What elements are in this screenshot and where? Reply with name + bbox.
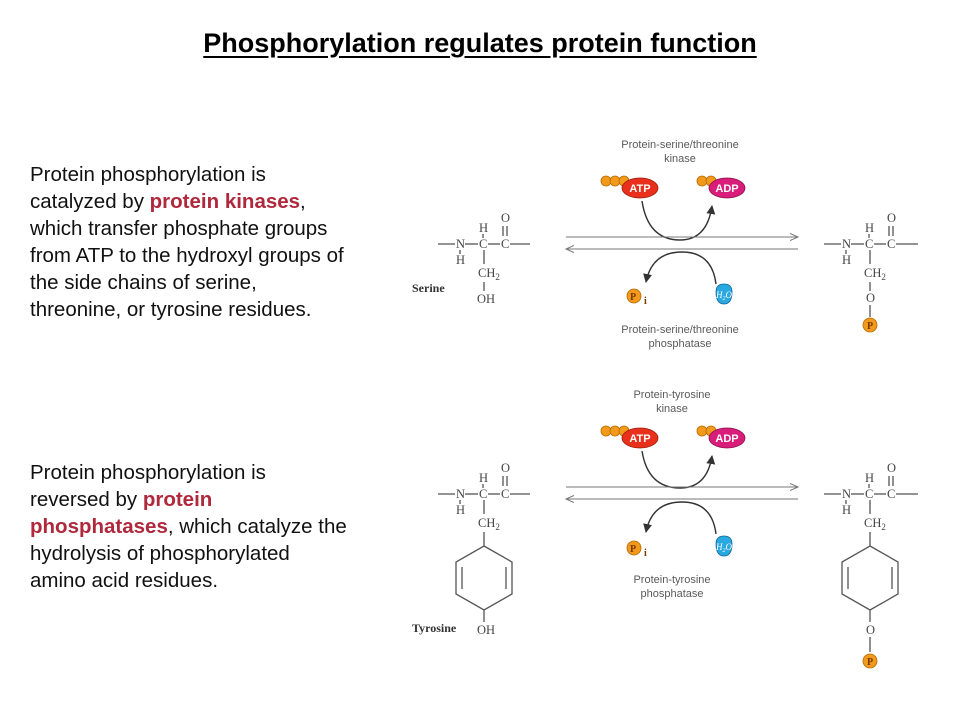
tyrosine-water-label: H2O — [715, 542, 733, 554]
tyrosine-phosphatase-label-2: phosphatase — [641, 588, 704, 600]
serine-water-molecule: H2O — [715, 283, 733, 305]
tyrosine-phosphate-group — [862, 653, 878, 669]
tyrosine-adp-molecule: ADP — [696, 425, 746, 449]
svg-text:P: P — [867, 657, 873, 668]
tyrosine-pi-label: P — [630, 544, 636, 555]
tyrosine-atp-molecule: ATP — [600, 425, 659, 449]
serine-atp-molecule: ATP — [600, 175, 659, 199]
tyrosine-adp-label: ADP — [715, 433, 738, 445]
serine-pi-molecule: P i — [626, 288, 647, 307]
serine-pi-label: P — [630, 292, 636, 303]
svg-text:H: H — [842, 253, 851, 267]
svg-text:C: C — [501, 487, 509, 501]
tyrosine-kinase-curve-arrow — [641, 450, 716, 489]
svg-text:C: C — [479, 237, 487, 251]
phosphotyrosine-structure-right: N C C H O H CH2 O P — [824, 461, 918, 669]
svg-text:O: O — [887, 461, 896, 475]
svg-text:O: O — [866, 291, 875, 305]
phosphoserine-structure-right: N C C H O H CH2 O P — [824, 211, 918, 333]
serine-phosphatase-curve-arrow — [643, 251, 717, 285]
serine-phosphatase-label-2: phosphatase — [649, 338, 712, 350]
slide-title: Phosphorylation regulates protein functi… — [203, 28, 757, 58]
kinase-text-end: , which transfer phosphate groups from A… — [30, 190, 344, 321]
svg-text:H: H — [865, 221, 874, 235]
tyrosine-pi-sub: i — [644, 548, 647, 559]
tyrosine-kinase-label-2: kinase — [656, 403, 688, 415]
svg-text:C: C — [887, 487, 895, 501]
phosphatase-paragraph: Protein phosphorylation is reversed by p… — [30, 459, 348, 594]
svg-text:H: H — [479, 221, 488, 235]
svg-text:N: N — [456, 487, 465, 501]
serine-kinase-label-1: Protein-serine/threonine — [621, 139, 738, 151]
svg-text:C: C — [887, 237, 895, 251]
serine-adp-label: ADP — [715, 183, 738, 195]
svg-text:C: C — [865, 237, 873, 251]
svg-text:N: N — [842, 237, 851, 251]
serine-water-label: H2O — [715, 290, 733, 302]
protein-phosphatases-highlight: protein phosphatases — [30, 488, 213, 538]
svg-text:N: N — [456, 237, 465, 251]
svg-text:OH: OH — [477, 623, 495, 637]
svg-text:CH2: CH2 — [864, 266, 886, 282]
kinase-paragraph: Protein phosphorylation is catalyzed by … — [30, 161, 348, 323]
serine-pi-sub: i — [644, 296, 647, 307]
svg-text:H: H — [865, 471, 874, 485]
tyrosine-phosphatase-curve-arrow — [643, 501, 717, 535]
serine-phosphate-group — [862, 317, 878, 333]
serine-panel: Protein-serine/threonine kinase ATP ADP … — [412, 139, 918, 350]
svg-text:CH2: CH2 — [478, 266, 500, 282]
phosphatase-text-start: Protein phosphorylation is reversed by — [30, 461, 266, 511]
svg-text:CH2: CH2 — [478, 516, 500, 532]
serine-kinase-label-2: kinase — [664, 153, 696, 165]
serine-adp-molecule: ADP — [696, 175, 746, 199]
svg-text:H: H — [479, 471, 488, 485]
tyrosine-pi-molecule: P i — [626, 540, 647, 559]
serine-kinase-curve-arrow — [641, 200, 716, 241]
tyrosine-ring-left — [455, 545, 513, 611]
svg-text:O: O — [501, 211, 510, 225]
svg-text:H: H — [456, 253, 465, 267]
serine-structure-left: N C C H O H CH2 OH — [438, 211, 530, 306]
kinase-text-start: Protein phosphorylation is catalyzed by — [30, 163, 266, 213]
tyrosine-structure-left: N C C H O H CH2 OH — [438, 461, 530, 637]
svg-text:CH2: CH2 — [864, 516, 886, 532]
tyrosine-panel: Protein-tyrosine kinase ATP ADP P i H2O — [412, 389, 918, 669]
phosphorylation-diagram: Protein-serine/threonine kinase ATP ADP … — [412, 139, 918, 669]
tyrosine-water-molecule: H2O — [715, 535, 733, 557]
phosphatase-text-end: , which catalyze the hydrolysis of phosp… — [30, 515, 347, 592]
serine-name-label: Serine — [412, 281, 445, 295]
svg-text:C: C — [479, 487, 487, 501]
tyrosine-name-label: Tyrosine — [412, 621, 457, 635]
svg-text:H: H — [842, 503, 851, 517]
svg-text:P: P — [867, 321, 873, 332]
svg-text:O: O — [501, 461, 510, 475]
svg-text:C: C — [501, 237, 509, 251]
svg-text:O: O — [866, 623, 875, 637]
tyrosine-ring-right — [841, 545, 899, 611]
tyrosine-kinase-label-1: Protein-tyrosine — [633, 389, 710, 401]
svg-text:N: N — [842, 487, 851, 501]
svg-text:H: H — [456, 503, 465, 517]
svg-text:C: C — [865, 487, 873, 501]
svg-text:O: O — [887, 211, 896, 225]
tyrosine-phosphatase-label-1: Protein-tyrosine — [633, 574, 710, 586]
tyrosine-atp-label: ATP — [629, 433, 650, 445]
serine-phosphatase-label-1: Protein-serine/threonine — [621, 324, 738, 336]
svg-text:OH: OH — [477, 292, 495, 306]
protein-kinases-highlight: protein kinases — [149, 190, 301, 213]
serine-atp-label: ATP — [629, 183, 650, 195]
